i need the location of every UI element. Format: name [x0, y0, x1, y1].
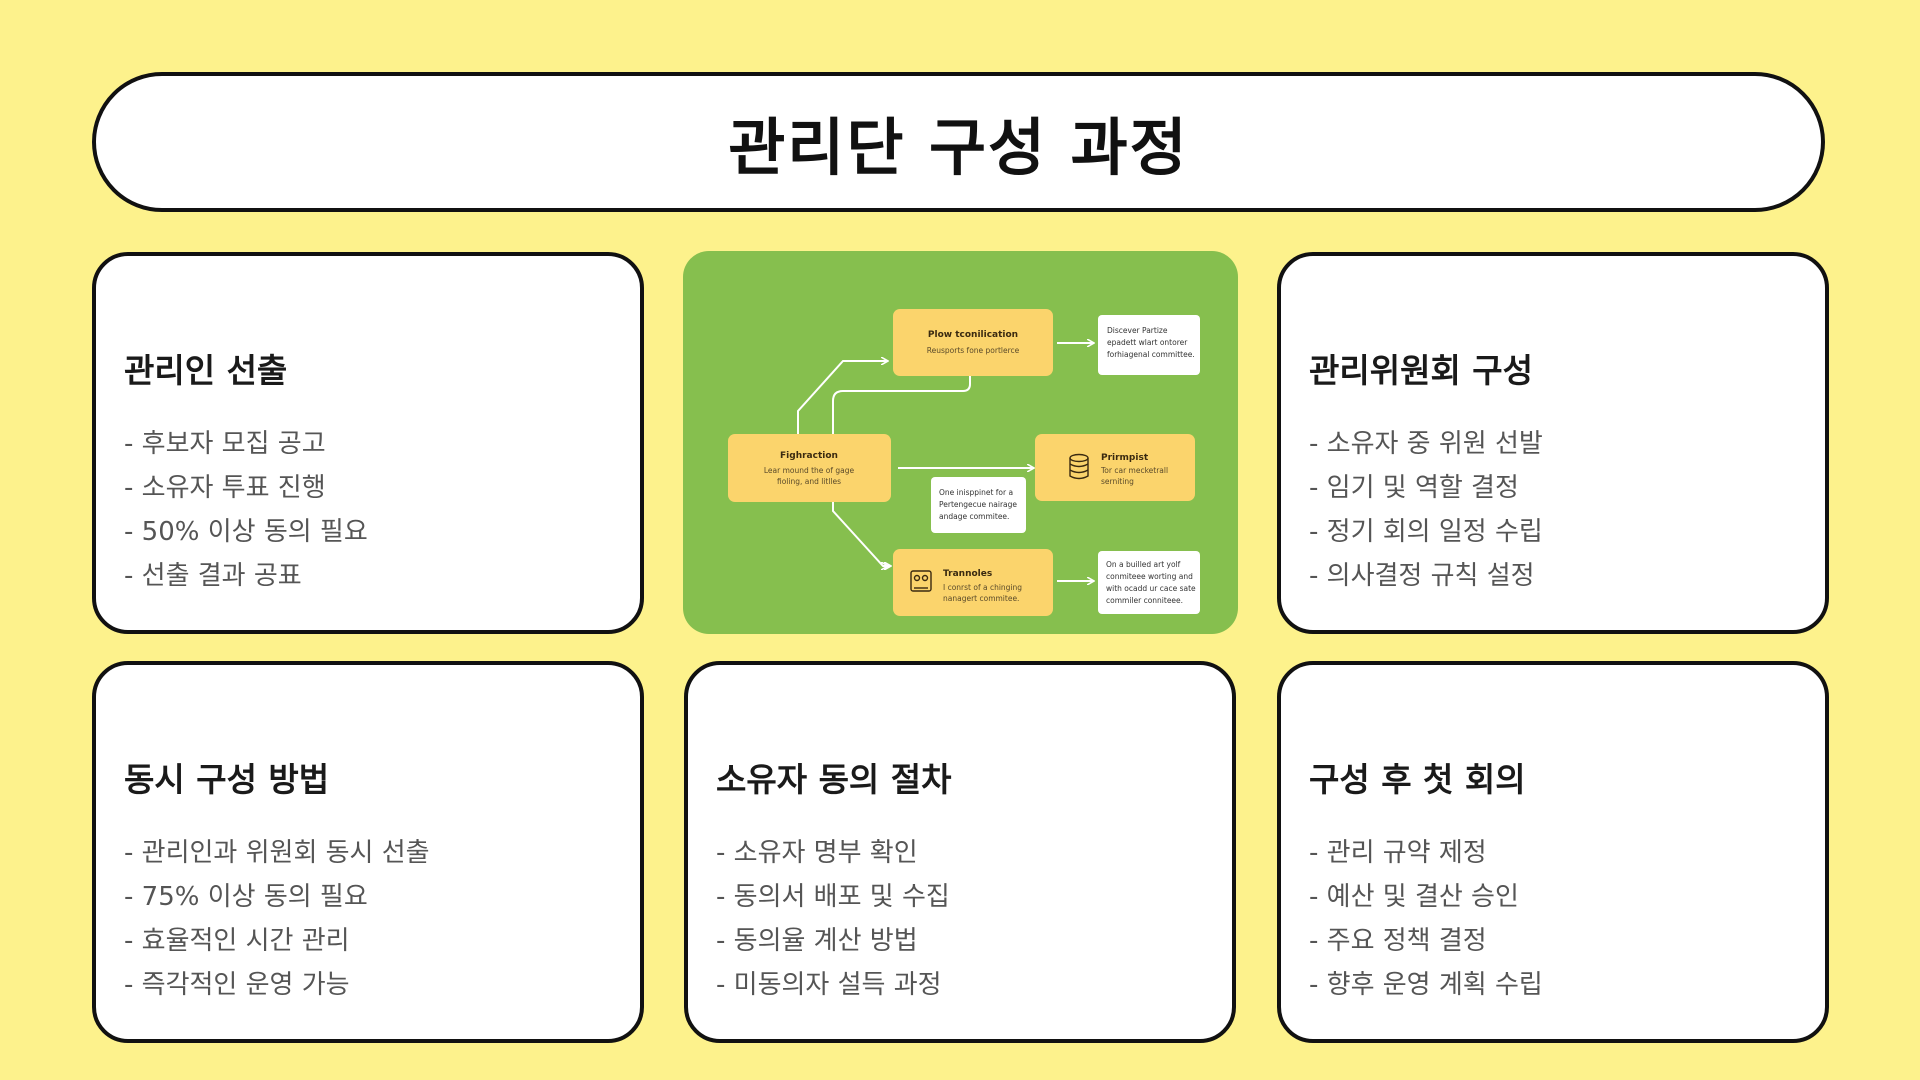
- card-owner-consent: 소유자 동의 절차 소유자 명부 확인 동의서 배포 및 수집 동의율 계산 방…: [684, 661, 1236, 1043]
- committee-icon: [910, 570, 932, 592]
- node-text: fioling, and litlles: [777, 477, 841, 486]
- note-text: with ocadd ur cace sate: [1106, 584, 1196, 593]
- diagram-node-top: Plow tconilication Reusports fone portle…: [893, 309, 1053, 376]
- list-item: 소유자 중 위원 선발: [1309, 422, 1797, 466]
- list-item: 미동의자 설득 과정: [716, 963, 1204, 1007]
- note-text: Pertengecue nairage: [939, 500, 1017, 509]
- list-item: 동의율 계산 방법: [716, 919, 1204, 963]
- card-simultaneous-method: 동시 구성 방법 관리인과 위원회 동시 선출 75% 이상 동의 필요 효율적…: [92, 661, 644, 1043]
- card-list: 소유자 명부 확인 동의서 배포 및 수집 동의율 계산 방법 미동의자 설득 …: [716, 831, 1204, 1007]
- note-text: commiler conniteee.: [1106, 596, 1183, 605]
- diagram-note-center: One inisppinet for a Pertengecue nairage…: [931, 477, 1026, 533]
- database-icon: [1069, 453, 1089, 480]
- card-list: 관리 규약 제정 예산 및 결산 승인 주요 정책 결정 향후 운영 계획 수립: [1309, 831, 1797, 1007]
- card-committee-composition: 관리위원회 구성 소유자 중 위원 선발 임기 및 역할 결정 정기 회의 일정…: [1277, 252, 1829, 634]
- connector-left-to-top: [797, 361, 887, 439]
- list-item: 50% 이상 동의 필요: [124, 510, 612, 554]
- card-heading: 동시 구성 방법: [124, 760, 330, 799]
- node-text: nanagert commitee.: [943, 594, 1019, 603]
- card-list: 소유자 중 위원 선발 임기 및 역할 결정 정기 회의 일정 수립 의사결정 …: [1309, 422, 1797, 598]
- list-item: 선출 결과 공표: [124, 554, 612, 598]
- node-text: Tor car mecketrall: [1100, 466, 1168, 475]
- card-first-meeting: 구성 후 첫 회의 관리 규약 제정 예산 및 결산 승인 주요 정책 결정 향…: [1277, 661, 1829, 1043]
- card-manager-election: 관리인 선출 후보자 모집 공고 소유자 투표 진행 50% 이상 동의 필요 …: [92, 252, 644, 634]
- note-text: Discever Partize: [1107, 326, 1168, 335]
- node-title: Trannoles: [943, 569, 992, 579]
- list-item: 즉각적인 운영 가능: [124, 963, 612, 1007]
- diagram-node-middle: Prirmpist Tor car mecketrall serniting: [1035, 434, 1195, 501]
- card-heading: 소유자 동의 절차: [716, 760, 952, 799]
- list-item: 향후 운영 계획 수립: [1309, 963, 1797, 1007]
- note-text: One inisppinet for a: [939, 488, 1013, 497]
- diagram-node-bottom: Trannoles I conrst of a chinging nanager…: [893, 549, 1053, 616]
- list-item: 정기 회의 일정 수립: [1309, 510, 1797, 554]
- connector-top-loop: [832, 376, 971, 439]
- note-text: conmiteee worting and: [1106, 572, 1193, 581]
- node-title: Prirmpist: [1101, 453, 1149, 463]
- list-item: 관리 규약 제정: [1309, 831, 1797, 875]
- node-title: Fighraction: [780, 451, 838, 461]
- list-item: 후보자 모집 공고: [124, 422, 612, 466]
- card-heading: 관리위원회 구성: [1309, 351, 1534, 390]
- list-item: 소유자 투표 진행: [124, 466, 612, 510]
- flow-diagram-panel: Fighraction Lear mound the of gage fioli…: [683, 251, 1238, 634]
- flow-diagram: Fighraction Lear mound the of gage fioli…: [728, 309, 1200, 616]
- node-text: Reusports fone portlerce: [927, 346, 1020, 355]
- diagram-note-bottom: On a builled art yolf conmiteee worting …: [1098, 551, 1200, 614]
- note-text: On a builled art yolf: [1106, 560, 1181, 569]
- card-list: 후보자 모집 공고 소유자 투표 진행 50% 이상 동의 필요 선출 결과 공…: [124, 422, 612, 598]
- note-text: epadett wlart ontorer: [1107, 338, 1188, 347]
- list-item: 관리인과 위원회 동시 선출: [124, 831, 612, 875]
- list-item: 소유자 명부 확인: [716, 831, 1204, 875]
- title-banner: 관리단 구성 과정: [92, 72, 1825, 212]
- list-item: 주요 정책 결정: [1309, 919, 1797, 963]
- card-list: 관리인과 위원회 동시 선출 75% 이상 동의 필요 효율적인 시간 관리 즉…: [124, 831, 612, 1007]
- page-title: 관리단 구성 과정: [728, 111, 1189, 184]
- connector-left-to-bottom: [832, 499, 887, 566]
- node-text: Lear mound the of gage: [764, 466, 855, 475]
- node-title: Plow tconilication: [928, 330, 1018, 340]
- list-item: 임기 및 역할 결정: [1309, 466, 1797, 510]
- node-text: serniting: [1101, 477, 1134, 486]
- list-item: 75% 이상 동의 필요: [124, 875, 612, 919]
- list-item: 의사결정 규칙 설정: [1309, 554, 1797, 598]
- diagram-node-left: Fighraction Lear mound the of gage fioli…: [728, 434, 891, 502]
- list-item: 예산 및 결산 승인: [1309, 875, 1797, 919]
- diagram-note-top: Discever Partize epadett wlart ontorer f…: [1098, 315, 1200, 375]
- card-heading: 관리인 선출: [124, 351, 288, 390]
- list-item: 동의서 배포 및 수집: [716, 875, 1204, 919]
- node-text: I conrst of a chinging: [943, 583, 1022, 592]
- connector-lines: [797, 343, 1093, 581]
- list-item: 효율적인 시간 관리: [124, 919, 612, 963]
- card-heading: 구성 후 첫 회의: [1309, 760, 1526, 799]
- note-text: forhiagenal committee.: [1107, 350, 1195, 359]
- note-text: andage commitee.: [939, 512, 1009, 521]
